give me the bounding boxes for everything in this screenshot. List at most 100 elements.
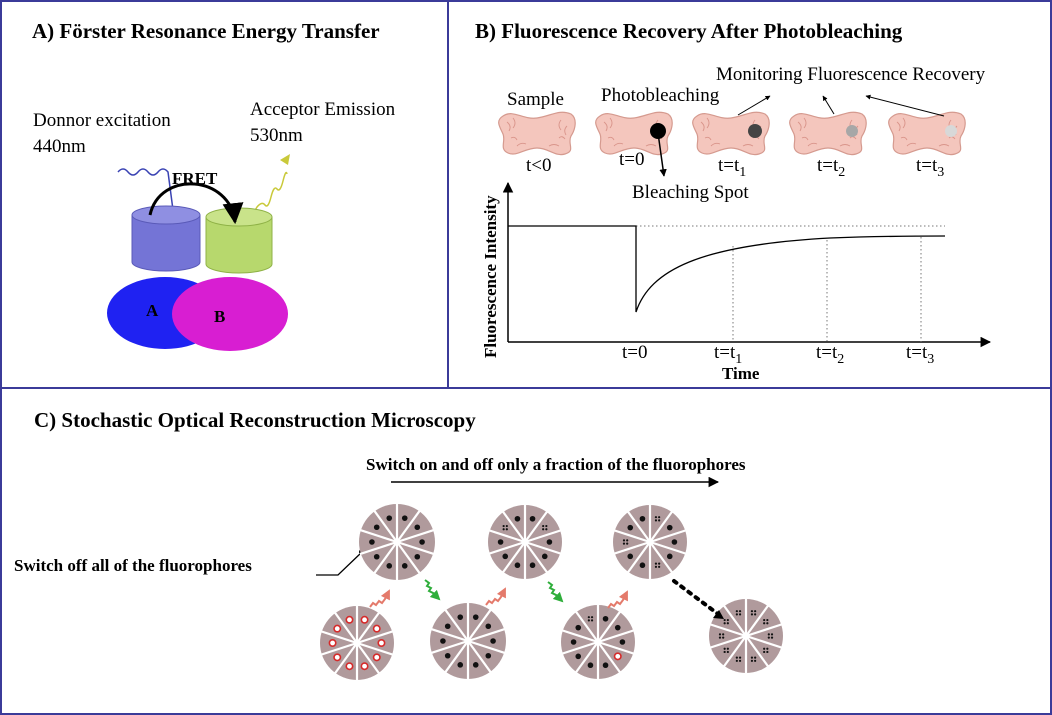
- localization-point: [654, 565, 658, 568]
- disc-segment-divider: [373, 509, 398, 543]
- fluorophore-localized: [735, 656, 742, 662]
- localization-point: [738, 659, 742, 662]
- fluorophore-localized: [763, 618, 769, 625]
- localization-point: [735, 659, 738, 662]
- disc-segment-divider: [597, 641, 622, 674]
- disc-segment-divider: [722, 635, 747, 668]
- donor-label-line2: 440nm: [33, 136, 86, 157]
- fluorophore-localized: [767, 633, 774, 639]
- localization-point: [654, 519, 658, 522]
- fluorophore-off: [497, 539, 504, 545]
- fluorophore-off: [369, 539, 375, 545]
- localization-point: [654, 562, 658, 565]
- storm-disc: [430, 602, 506, 680]
- storm-discs: [320, 503, 783, 681]
- disc-segment-divider: [574, 610, 599, 643]
- disc-segment-divider: [597, 610, 622, 643]
- fluorophore-off: [587, 662, 594, 669]
- stage-labels: t<0 t=0 t=t1 t=t2 t=t3: [526, 149, 944, 180]
- fluorophore-localized: [587, 616, 594, 622]
- disc-segment-divider: [574, 641, 599, 674]
- fluorophore-off: [373, 524, 380, 531]
- localization-point: [750, 613, 754, 616]
- disc-segment-divider: [745, 623, 783, 638]
- fluorophore-localized: [750, 610, 757, 616]
- bleach-spot-t1: [748, 124, 762, 138]
- switch-off-pointer: [316, 551, 363, 576]
- fluorophore-off: [575, 624, 582, 631]
- fluorophore-active: [372, 624, 381, 633]
- fluorophore-active: [333, 653, 342, 662]
- localization-point: [738, 610, 742, 613]
- disc-segment-divider: [320, 630, 358, 645]
- excitation-wave: [117, 168, 174, 211]
- fluorophore-off: [386, 563, 393, 569]
- disc-segment-divider: [467, 608, 492, 642]
- fluorophore-off: [602, 615, 609, 622]
- fluorophore-off: [373, 553, 380, 560]
- localization-point: [735, 656, 738, 659]
- localization-point: [626, 542, 629, 545]
- activation-arrow: [607, 590, 628, 609]
- fluorophore-active: [372, 653, 381, 662]
- disc-segment-divider: [333, 642, 358, 675]
- localization-point: [658, 565, 661, 568]
- tick-label: t=t2: [816, 342, 844, 367]
- disc-segment-divider: [722, 604, 747, 637]
- disc-segment-divider: [626, 541, 651, 574]
- localization-point: [658, 516, 661, 519]
- disc-segment-divider: [467, 639, 506, 655]
- label-b: B: [214, 307, 225, 326]
- fluorophore-active: [360, 615, 369, 624]
- fluorophore-active: [333, 624, 342, 633]
- photobleaching-label: Photobleaching: [601, 85, 720, 106]
- fluorophore-off: [514, 562, 521, 569]
- acceptor-cylinder: [205, 207, 273, 274]
- localization-point: [542, 528, 545, 531]
- localization-point: [766, 647, 769, 650]
- localization-point: [770, 636, 774, 639]
- switch-off-label: Switch off all of the fluorophores: [14, 556, 252, 575]
- localization-point: [718, 636, 722, 639]
- fluorophore-off: [401, 563, 408, 569]
- fluorophore-off: [444, 623, 451, 630]
- disc-segment-divider: [396, 541, 421, 575]
- localization-point: [502, 528, 505, 531]
- localization-point: [763, 622, 766, 625]
- panel-a-title: A) Förster Resonance Energy Transfer: [32, 19, 380, 43]
- localization-point: [654, 516, 658, 519]
- fluorophore-off: [546, 539, 553, 545]
- localization-point: [766, 622, 769, 625]
- stage-label: t=0: [619, 149, 645, 170]
- localization-point: [726, 650, 729, 654]
- acceptor-label-line1: Acceptor Emission: [250, 99, 396, 120]
- monitor-arrow-3: [865, 94, 945, 117]
- disc-segment-divider: [524, 529, 562, 544]
- stage-label: t=t3: [916, 155, 944, 180]
- bleach-spot-t3: [945, 125, 957, 137]
- localization-point: [726, 622, 729, 625]
- fluorophore-localized: [750, 656, 757, 662]
- localization-point: [545, 524, 548, 528]
- fluorophore-off: [666, 553, 673, 560]
- localization-point: [726, 647, 729, 650]
- fluorophore-off: [414, 524, 421, 531]
- disc-segment-divider: [709, 623, 747, 638]
- x-tick-labels: t=0 t=t1 t=t2 t=t3: [622, 342, 934, 367]
- fluorophore-localized: [763, 647, 769, 654]
- localization-point: [723, 647, 726, 650]
- fluorophore-off: [671, 539, 678, 545]
- disc-segment-divider: [649, 540, 687, 555]
- localization-point: [766, 618, 769, 622]
- fluorophore-off: [627, 524, 634, 531]
- fluorophore-localized: [723, 647, 729, 654]
- recovery-plot: Fluorescence Intensity Time t=0 t=t1 t=t…: [481, 181, 992, 383]
- fluorophore-off: [570, 639, 577, 645]
- localization-point: [505, 524, 508, 528]
- tick-label: t=0: [622, 342, 648, 363]
- disc-segment-divider: [597, 629, 635, 644]
- fluorophore-off: [627, 553, 634, 560]
- localization-point: [754, 656, 757, 659]
- fluorophore-off: [529, 515, 536, 522]
